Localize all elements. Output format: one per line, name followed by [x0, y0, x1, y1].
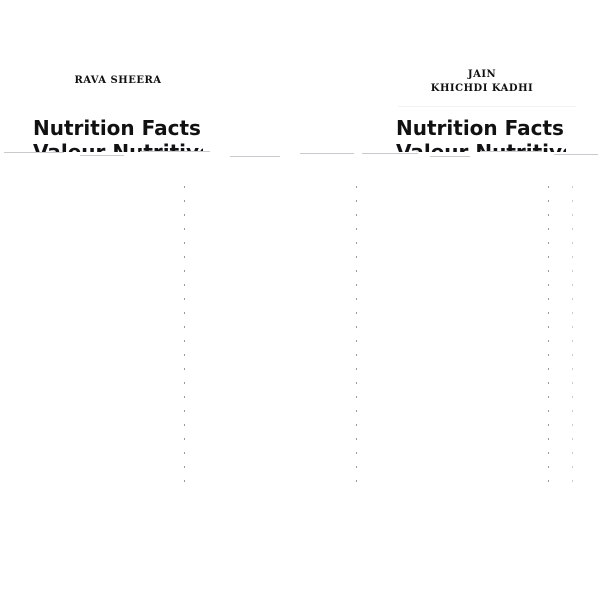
nutrition-subtitle-clip: Valeur Nutritive [396, 140, 566, 152]
nutrition-label-left: RAVA SHEERA Nutrition Facts Valeur Nutri… [4, 75, 357, 492]
nutrition-facts-title: Nutrition Facts [396, 116, 564, 140]
column-divider [572, 186, 573, 492]
name-underline [398, 106, 576, 107]
product-name-line2: KHICHDI KADHI [430, 83, 534, 94]
nutrition-subtitle-french: Valeur Nutritive [33, 140, 203, 152]
product-name-line1: JAIN [467, 69, 497, 80]
label-divider-band [360, 150, 600, 159]
nutrition-label-right: JAIN KHICHDI KADHI Nutrition Facts Valeu… [360, 0, 600, 600]
nutrition-subtitle-clip: Valeur Nutritive [33, 140, 203, 152]
nutrition-subtitle-french: Valeur Nutritive [396, 140, 566, 152]
product-name: RAVA SHEERA [74, 75, 162, 86]
column-divider [548, 186, 549, 492]
column-divider [184, 186, 185, 492]
column-divider [356, 186, 357, 492]
nutrition-facts-title: Nutrition Facts [33, 116, 201, 140]
label-divider-band [0, 150, 360, 159]
